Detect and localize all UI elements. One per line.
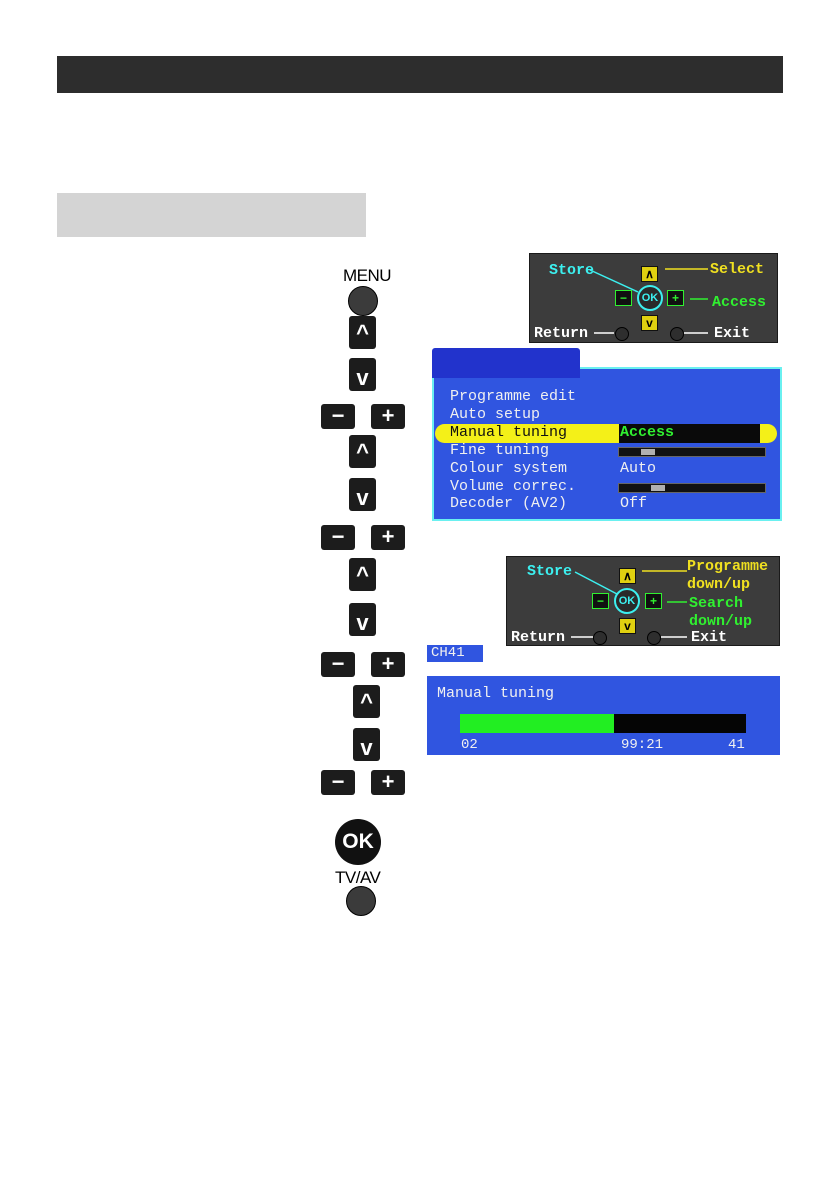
up-key-4[interactable]: ^ [353, 685, 380, 718]
minus-key-4[interactable]: − [321, 770, 355, 795]
exit-label: Exit [714, 325, 751, 342]
ok-mini-icon: OK [614, 588, 640, 614]
search-label: Search [689, 595, 744, 612]
return-button-icon [593, 631, 607, 645]
up-mini-icon: ∧ [619, 568, 636, 584]
connector-lines-2 [571, 570, 687, 638]
menu-item-label[interactable]: Volume correc. [450, 478, 577, 495]
manual-tuning-panel: Manual tuning 02 99:21 41 [427, 676, 780, 755]
access-value-box [619, 424, 760, 443]
menu-item-label[interactable]: Fine tuning [450, 442, 550, 459]
menu-title-tab [432, 348, 580, 378]
menu-item-value: Auto [620, 460, 657, 477]
menu-button-label: MENU [343, 266, 392, 285]
header-bar [57, 56, 783, 93]
store-label: Store [549, 262, 595, 279]
plus-mini-icon: + [645, 593, 662, 609]
ok-mini-icon: OK [637, 285, 663, 311]
tuning-right-value: 41 [728, 737, 745, 753]
connector-lines-1 [589, 268, 708, 334]
down-key-1[interactable]: v [349, 358, 376, 391]
programme-label: Programme [687, 558, 769, 575]
up-key-2[interactable]: ^ [349, 435, 376, 468]
minus-key-3[interactable]: − [321, 652, 355, 677]
down-key-4[interactable]: v [353, 728, 380, 761]
menu-item-value: Access [620, 424, 675, 441]
down-mini-icon: v [641, 315, 658, 331]
menu-button[interactable] [348, 286, 378, 316]
menu-item-label[interactable]: Programme edit [450, 388, 577, 405]
tuning-left-value: 02 [461, 737, 478, 753]
access-label: Access [712, 294, 767, 311]
up-mini-icon: ∧ [641, 266, 658, 282]
return-label: Return [511, 629, 566, 646]
plus-key-1[interactable]: + [371, 404, 405, 429]
tvav-button[interactable] [346, 886, 376, 916]
tuning-progress-fill [460, 714, 614, 733]
down-key-3[interactable]: v [349, 603, 376, 636]
programme-downup-label: down/up [687, 576, 751, 593]
ok-button[interactable]: OK [335, 819, 381, 865]
minus-key-2[interactable]: − [321, 525, 355, 550]
up-key-1[interactable]: ^ [349, 316, 376, 349]
slider-knob[interactable] [641, 449, 655, 455]
search-downup-label: down/up [689, 613, 753, 630]
tvav-button-label: TV/AV [335, 868, 381, 887]
menu-item-label[interactable]: Colour system [450, 460, 568, 477]
section-heading-box [57, 193, 366, 237]
return-button-icon [615, 327, 629, 341]
minus-mini-icon: − [592, 593, 609, 609]
down-key-2[interactable]: v [349, 478, 376, 511]
up-key-3[interactable]: ^ [349, 558, 376, 591]
plus-mini-icon: + [667, 290, 684, 306]
menu-item-label[interactable]: Auto setup [450, 406, 541, 423]
exit-label: Exit [691, 629, 728, 646]
menu-item-value: Off [620, 495, 648, 512]
down-mini-icon: v [619, 618, 636, 634]
slider-knob[interactable] [651, 485, 665, 491]
minus-key-1[interactable]: − [321, 404, 355, 429]
menu-item-label[interactable]: Decoder (AV2) [450, 495, 568, 512]
tuning-progress-track [460, 714, 746, 733]
channel-badge: CH41 [427, 645, 483, 662]
exit-button-icon [670, 327, 684, 341]
menu-item-label[interactable]: Manual tuning [450, 424, 568, 441]
menu-item-slider[interactable] [618, 447, 766, 457]
plus-key-3[interactable]: + [371, 652, 405, 677]
control-hint-panel-1: Store Select Access Return Exit ∧ OK − +… [529, 253, 778, 343]
select-label: Select [710, 261, 765, 278]
tuning-title: Manual tuning [437, 685, 555, 702]
plus-key-2[interactable]: + [371, 525, 405, 550]
minus-mini-icon: − [615, 290, 632, 306]
menu-item-slider[interactable] [618, 483, 766, 493]
tuning-mid-value: 99:21 [621, 737, 664, 753]
plus-key-4[interactable]: + [371, 770, 405, 795]
exit-button-icon [647, 631, 661, 645]
store-label: Store [527, 563, 573, 580]
return-label: Return [534, 325, 589, 342]
setup-menu-panel [432, 367, 782, 521]
control-hint-panel-2: Store Programme down/up Search down/up R… [506, 556, 780, 646]
